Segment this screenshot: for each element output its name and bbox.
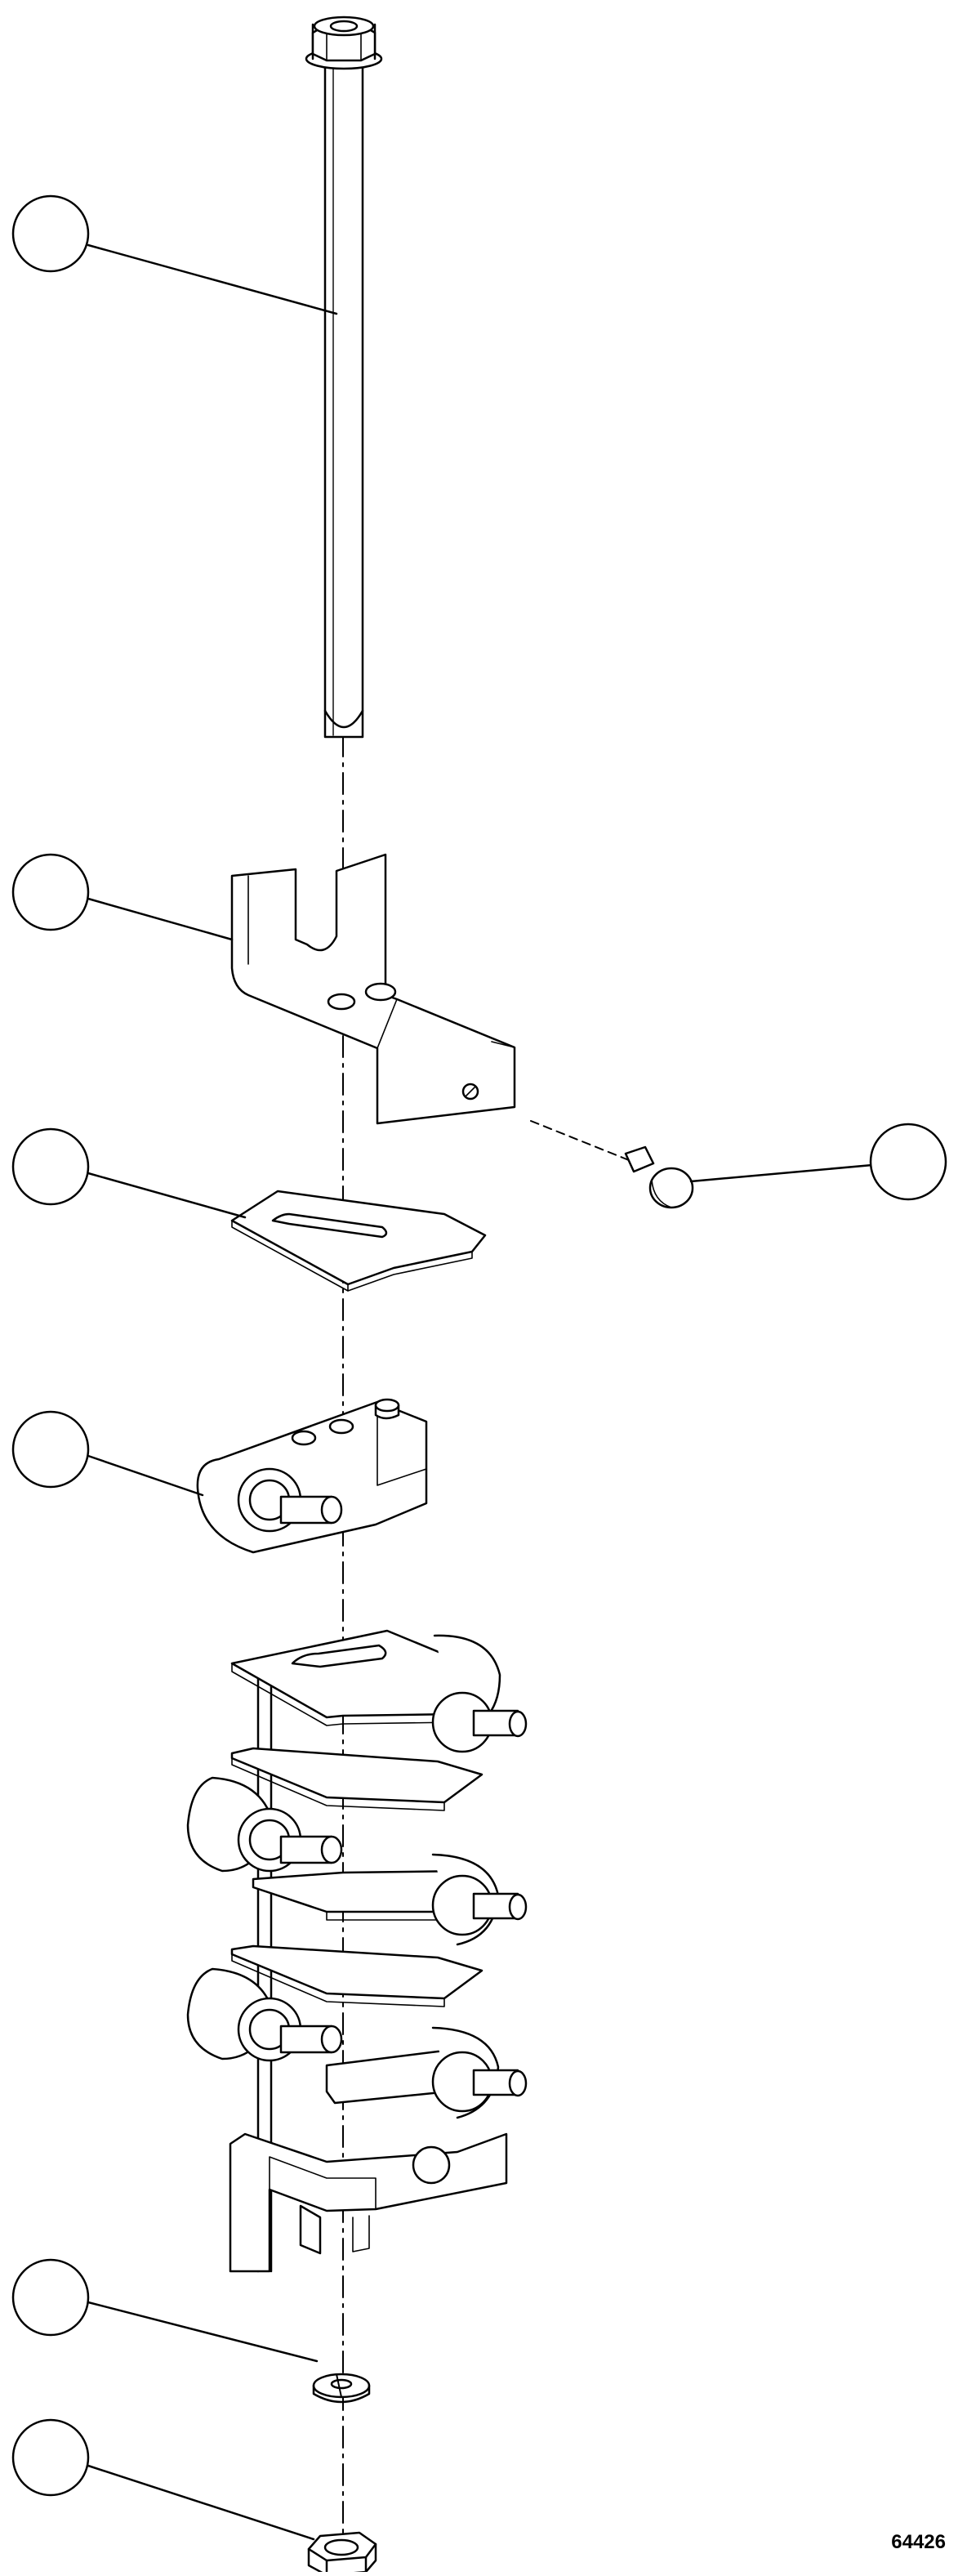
callout-circle — [11, 853, 90, 931]
flange-bolt — [305, 16, 383, 739]
callout-circle — [11, 194, 90, 273]
callout-circle — [11, 2258, 90, 2337]
slotted-plate — [230, 1190, 487, 1292]
mounting-bracket — [230, 853, 516, 1125]
rubber-mount-stack — [186, 1629, 528, 2273]
callout-circle — [11, 1127, 90, 1206]
callouts — [11, 194, 947, 2541]
screw — [624, 1145, 694, 1209]
lock-washer — [312, 2373, 371, 2404]
callout-circle — [11, 1410, 90, 1489]
mount-block — [196, 1398, 428, 1554]
callout-circle — [869, 1123, 947, 1201]
figure-id-label: 64426 — [891, 2531, 946, 2553]
hex-nut — [307, 2531, 377, 2576]
callout-circle — [11, 2418, 90, 2497]
